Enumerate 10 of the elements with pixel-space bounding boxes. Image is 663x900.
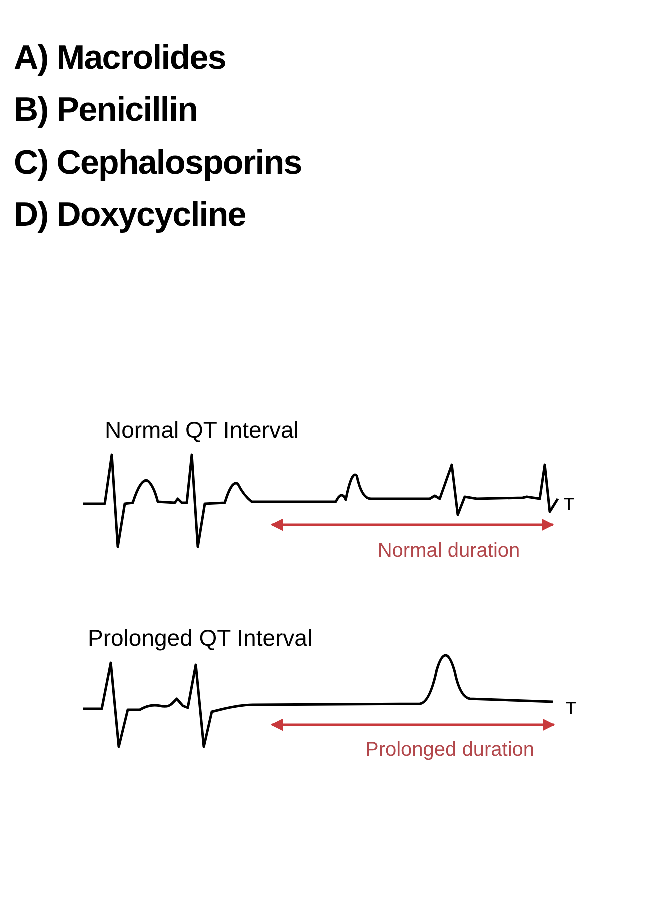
answer-option: D) Doxycycline — [14, 198, 246, 232]
wave-label: T — [566, 700, 576, 717]
duration-label: Normal duration — [378, 541, 520, 561]
duration-label: Prolonged duration — [366, 740, 534, 760]
ecg-title: Normal QT Interval — [105, 419, 299, 442]
answer-option: C) Cephalosporins — [14, 146, 302, 180]
answer-option: B) Penicillin — [14, 93, 198, 127]
answer-option: A) Macrolides — [14, 41, 226, 75]
ecg-title: Prolonged QT Interval — [88, 627, 313, 650]
wave-label: T — [564, 496, 574, 513]
